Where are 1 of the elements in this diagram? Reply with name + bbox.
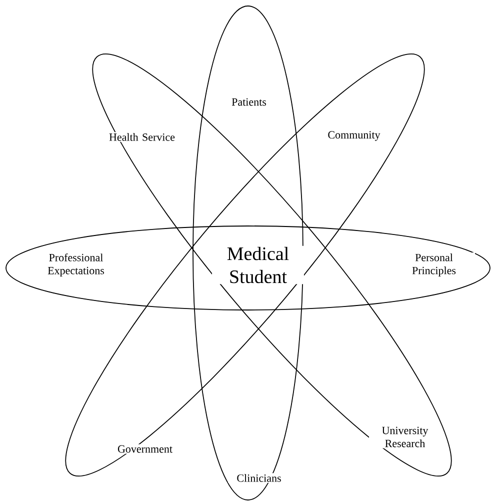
center-label: Medical Student <box>212 246 304 284</box>
